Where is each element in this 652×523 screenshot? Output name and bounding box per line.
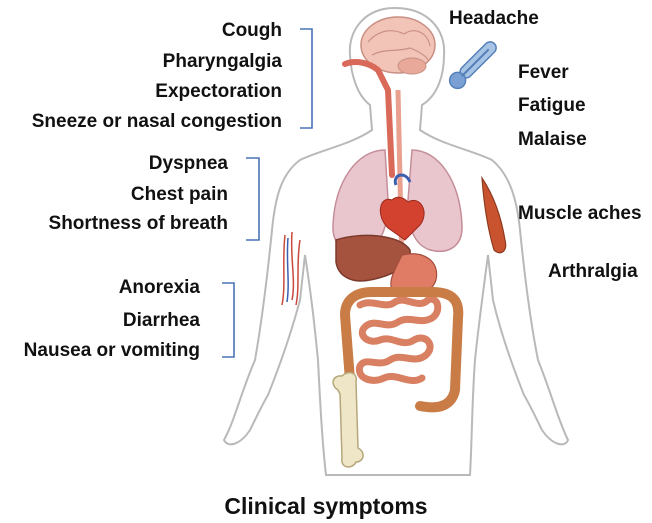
cerebellum xyxy=(398,58,426,74)
label-diarrhea: Diarrhea xyxy=(123,311,200,330)
bracket-lower xyxy=(222,283,234,357)
label-expectoration: Expectoration xyxy=(155,82,282,101)
label-pharyngalgia: Pharyngalgia xyxy=(163,52,282,71)
label-nausea: Nausea or vomiting xyxy=(24,341,200,360)
bracket-upper xyxy=(300,29,312,128)
diagram-title: Clinical symptoms xyxy=(0,493,652,520)
thermometer-icon xyxy=(446,38,500,92)
label-chest-pain: Chest pain xyxy=(131,185,228,204)
label-muscle-aches: Muscle aches xyxy=(518,204,642,223)
label-dyspnea: Dyspnea xyxy=(149,154,228,173)
label-arthralgia: Arthralgia xyxy=(548,262,638,281)
label-cough: Cough xyxy=(222,21,282,40)
label-fatigue: Fatigue xyxy=(518,96,586,115)
label-anorexia: Anorexia xyxy=(119,278,200,297)
label-shortness-of-breath: Shortness of breath xyxy=(49,214,228,233)
bracket-middle xyxy=(246,158,259,240)
label-headache: Headache xyxy=(449,9,539,28)
label-sneeze: Sneeze or nasal congestion xyxy=(32,112,282,131)
label-fever: Fever xyxy=(518,63,569,82)
label-malaise: Malaise xyxy=(518,130,587,149)
arm-veins xyxy=(287,238,288,302)
